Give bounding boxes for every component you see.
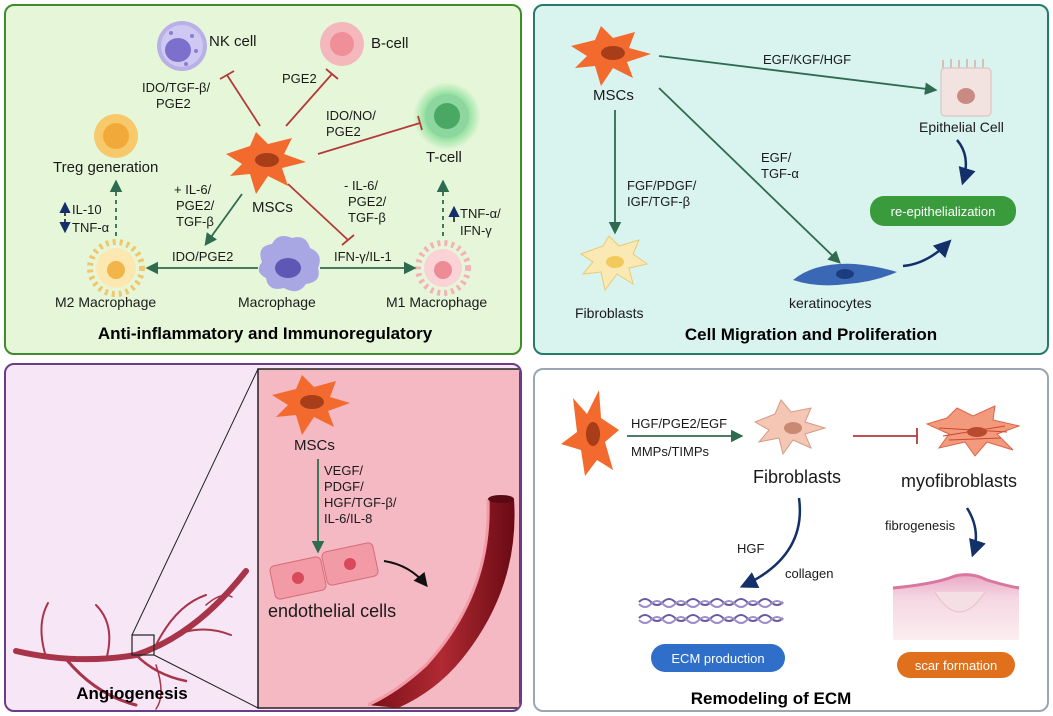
m2-macrophage-label: M2 Macrophage — [55, 294, 156, 310]
fibroblast-icon — [579, 235, 649, 292]
msc-label: MSCs — [294, 437, 335, 454]
fibroblast-icon — [753, 399, 827, 456]
m2-pathway-factors: IDO/PGE2 — [172, 249, 233, 264]
msc-to-epithelial-arrow — [658, 55, 938, 96]
reepithelialization-badge: re-epithelialization — [870, 196, 1016, 226]
t-cell-icon — [413, 82, 481, 150]
keratinocyte-to-reepi-arrow — [902, 239, 952, 268]
zoom-line-bottom — [153, 654, 259, 709]
svg-text:TNF-α: TNF-α — [72, 220, 110, 235]
blood-vessel-icon — [367, 495, 515, 708]
nk-cell-icon — [157, 21, 207, 71]
treg-label: Treg generation — [53, 159, 158, 176]
treg-cell-icon — [94, 114, 138, 158]
myofibroblasts-label: myofibroblasts — [901, 471, 1017, 491]
angio-title: Angiogenesis — [76, 684, 187, 703]
keratinocytes-label: keratinocytes — [789, 295, 871, 311]
scar-tissue-icon — [892, 573, 1020, 640]
zoom-region-marker — [131, 634, 155, 656]
msc-label: MSCs — [593, 87, 634, 104]
fgf-pdgf-label: FGF/PDGF/ IGF/TGF-β — [627, 178, 700, 209]
scar-formation-badge: scar formation — [897, 652, 1015, 678]
hgf-label: HGF — [737, 541, 765, 556]
panel-migration: MSCs Epithelial Cell Fibroblasts keratin… — [533, 4, 1049, 355]
m1-cytokine-changes: TNF-α/ IFN-γ — [448, 205, 501, 238]
m1-macrophage-icon — [415, 240, 471, 296]
msc-to-m1-inhibition — [287, 183, 355, 246]
panel-angiogenesis: MSCs VEGF/ PDGF/ HGF/TGF-β/ IL-6/IL-8 en… — [4, 363, 522, 712]
myofibroblast-to-scar-arrow — [965, 507, 986, 558]
b-cell-label: B-cell — [371, 35, 409, 52]
svg-text:IL-10: IL-10 — [72, 202, 102, 217]
zoom-line-top — [131, 368, 259, 636]
nk-cell-label: NK cell — [209, 33, 257, 50]
ecm-title: Remodeling of ECM — [691, 689, 852, 708]
msc-to-bcell-inhibition — [285, 68, 339, 127]
msc-cell-icon — [272, 375, 350, 435]
msc-to-macrophage-arrow — [204, 193, 243, 247]
ecm-production-badge: ECM production — [651, 644, 785, 672]
fibroblasts-label: Fibroblasts — [575, 305, 643, 321]
msc-to-tcell-inhibition — [317, 115, 423, 155]
angio-factors: VEGF/ PDGF/ HGF/TGF-β/ IL-6/IL-8 — [324, 463, 400, 526]
panel-immunoregulatory: NK cell B-cell T-cell Treg generation — [4, 4, 522, 355]
immuno-diagram: NK cell B-cell T-cell Treg generation — [53, 21, 501, 343]
collagen-fibers-icon — [638, 598, 784, 624]
ecm-factors-2: MMPs/TIMPs — [631, 444, 709, 459]
migration-title: Cell Migration and Proliferation — [685, 325, 937, 344]
treg-cytokine-changes: IL-10 TNF-α — [59, 201, 110, 235]
epithelial-cell-icon — [940, 59, 992, 117]
fibroblast-to-ecm-arrow — [739, 497, 802, 588]
keratinocyte-icon — [793, 263, 897, 286]
msc-label: MSCs — [252, 199, 293, 216]
fibrogenesis-label: fibrogenesis — [885, 518, 956, 533]
fibroblast-to-myofibroblast-inhibition — [853, 428, 918, 444]
msc-cell-icon — [561, 390, 619, 476]
ecm-diagram: HGF/PGE2/EGF MMPs/TIMPs Fibroblasts myof… — [561, 390, 1021, 708]
m1-pathway-factors: IFN-γ/IL-1 — [334, 249, 392, 264]
m2-stimulating-factors: + IL-6/ PGE2/ TGF-β — [174, 182, 218, 229]
endothelial-label: endothelial cells — [268, 601, 396, 621]
m1-macrophage-label: M1 Macrophage — [386, 294, 487, 310]
msc-to-nk-inhibition — [219, 70, 261, 127]
egf-kgf-hgf-label: EGF/KGF/HGF — [763, 52, 851, 67]
panel-ecm: HGF/PGE2/EGF MMPs/TIMPs Fibroblasts myof… — [533, 368, 1049, 712]
msc-to-keratinocyte-arrow — [658, 87, 841, 264]
epithelial-to-reepi-arrow — [956, 139, 976, 186]
tcell-factors: IDO/NO/ PGE2 — [326, 108, 379, 139]
egf-tgf-label: EGF/ TGF-α — [761, 150, 799, 181]
msc-cell-icon — [571, 26, 651, 86]
t-cell-label: T-cell — [426, 149, 462, 166]
macrophage-icon — [258, 236, 320, 292]
endothelial-to-vessel-arrow — [383, 560, 428, 588]
svg-text:TNF-α/: TNF-α/ — [460, 206, 501, 221]
epithelial-label: Epithelial Cell — [919, 119, 1004, 135]
bcell-factor: PGE2 — [282, 71, 317, 86]
nk-factors: IDO/TGF-β/ PGE2 — [142, 80, 214, 111]
collagen-label: collagen — [785, 566, 833, 581]
ecm-factors-1: HGF/PGE2/EGF — [631, 416, 727, 431]
fibroblasts-label: Fibroblasts — [753, 467, 841, 487]
msc-cell-icon — [226, 132, 306, 194]
zoom-box — [257, 368, 520, 709]
immuno-title: Anti-inflammatory and Immunoregulatory — [98, 324, 433, 343]
endothelial-cells-icon — [269, 542, 379, 600]
macrophage-label: Macrophage — [238, 294, 316, 310]
b-cell-icon — [320, 22, 364, 66]
svg-text:IFN-γ: IFN-γ — [460, 223, 492, 238]
myofibroblast-icon — [925, 405, 1021, 457]
m2-macrophage-icon — [87, 239, 145, 297]
angio-diagram: MSCs VEGF/ PDGF/ HGF/TGF-β/ IL-6/IL-8 en… — [13, 368, 520, 710]
m1-inhibiting-factors: - IL-6/ PGE2/ TGF-β — [344, 178, 390, 225]
migration-diagram: MSCs Epithelial Cell Fibroblasts keratin… — [571, 26, 1004, 344]
